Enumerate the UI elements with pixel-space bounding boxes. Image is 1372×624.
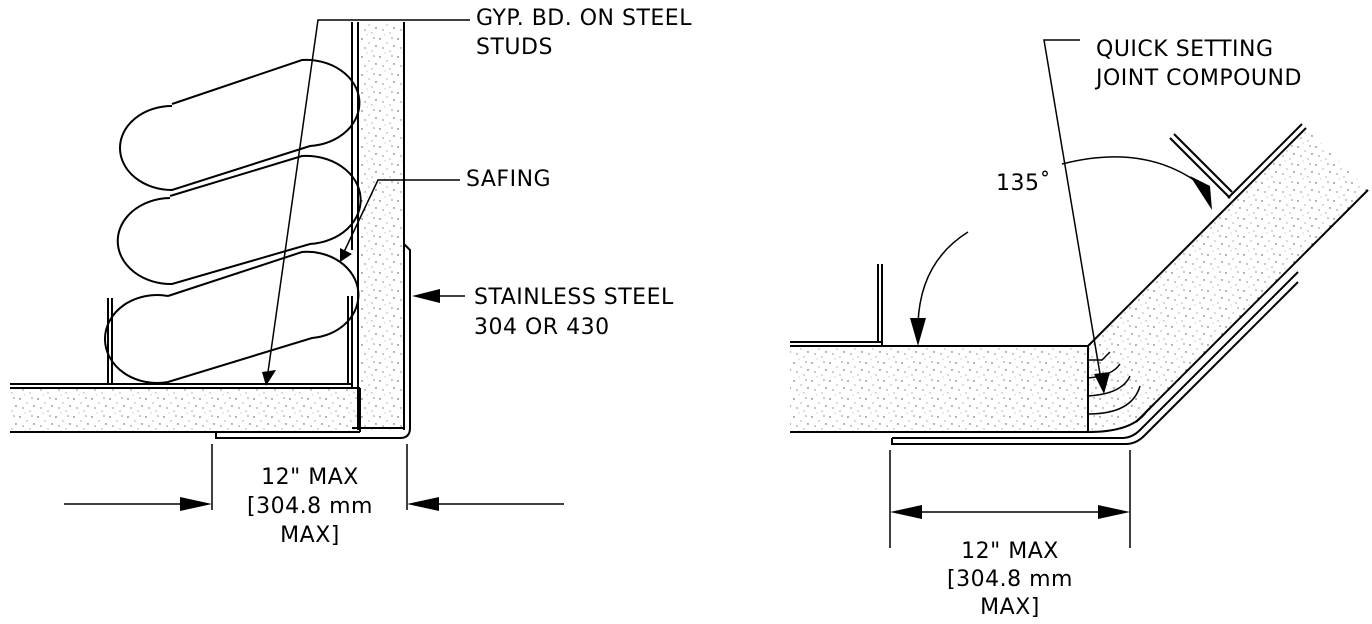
right-stainless-steel-wrap [891,271,1299,445]
joint-compound-label-line2: JOINT COMPOUND [1096,66,1302,91]
left-dimension-line2: [304.8 mm [247,494,373,519]
gyp-board-label-line2: STUDS [476,35,553,60]
right-angled-slab [1088,128,1368,432]
left-dimension-line3: MAX] [280,523,340,548]
stainless-steel-angle [215,243,411,439]
right-dimension-line2: [304.8 mm [947,567,1073,592]
joint-compound-label-line1: QUICK SETTING [1096,37,1274,62]
stainless-steel-label-line2: 304 OR 430 [474,315,610,340]
right-dimension-line3: MAX] [980,595,1040,620]
left-floor-slab [10,388,360,432]
steel-stud-angle [107,296,353,389]
gypsum-board-wall [358,22,404,430]
safing-insulation [104,58,362,384]
right-corner-detail [790,39,1369,548]
angle-label: 135˚ [996,171,1051,196]
right-floor-slab [790,346,1088,432]
left-dimension-line1: 12" MAX [261,465,359,490]
gyp-board-label-line1: GYP. BD. ON STEEL [476,6,692,31]
right-dimension-line1: 12" MAX [961,539,1059,564]
stainless-steel-label-line1: STAINLESS STEEL [474,285,674,310]
left-corner-detail [10,19,564,511]
safing-label: SAFING [466,167,552,192]
